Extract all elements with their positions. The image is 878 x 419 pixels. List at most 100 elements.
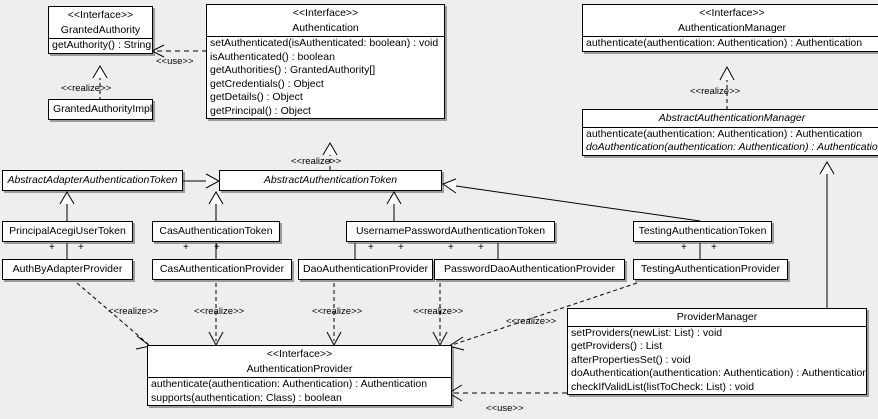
edge-generalization-testing-authentication-token [441, 178, 701, 222]
class-header: CasAuthenticationToken [153, 222, 279, 241]
class-authentication-manager[interactable]: <<Interface>> AuthenticationManager auth… [582, 4, 878, 52]
multiplicity-marker: + [214, 242, 220, 253]
edge-generalization-provider-manager [819, 161, 835, 308]
class-username-password-authentication-token[interactable]: UsernamePasswordAuthenticationToken [346, 221, 555, 242]
class-name: AbstractAuthenticationToken [263, 174, 398, 186]
edge-label-use-granted-authority: <<use>> [156, 56, 194, 67]
member-row: getAuthority() : String [52, 39, 152, 51]
class-auth-by-adapter-provider[interactable]: AuthByAdapterProvider [2, 259, 133, 280]
class-granted-authority[interactable]: <<Interface>> GrantedAuthority getAuthor… [48, 6, 153, 54]
member-row: supports(authentication: Class) : boolea… [151, 391, 342, 404]
stereotype-label: <<Interface>> [699, 7, 765, 19]
class-granted-authority-impl[interactable]: GrantedAuthorityImpl [48, 99, 153, 120]
class-header: PrincipalAcegiUserToken [3, 222, 132, 241]
multiplicity-marker: + [78, 242, 84, 253]
member-row: getProviders() : List [571, 340, 663, 352]
multiplicity-marker: + [368, 242, 374, 253]
class-members: setProviders(newList: List) : void getPr… [568, 325, 867, 395]
multiplicity-marker: + [183, 242, 189, 253]
class-name: Authentication [292, 21, 359, 34]
class-members: authenticate(authentication: Authenticat… [583, 36, 878, 51]
class-name: GrantedAuthorityImpl [53, 103, 153, 115]
class-name: AbstractAdapterAuthenticationToken [7, 174, 178, 186]
member-row: setAuthenticated(isAuthenticated: boolea… [210, 37, 439, 49]
member-row: doAuthentication(authentication: Authent… [586, 141, 878, 153]
class-header: CasAuthenticationProvider [153, 260, 291, 279]
class-header: <<Interface>> GrantedAuthority [49, 7, 152, 38]
edge-label-realize-dao-provider: <<realize>> [312, 306, 363, 317]
class-name: AuthenticationProvider [246, 362, 353, 375]
class-header: DaoAuthenticationProvider [299, 260, 432, 279]
multiplicity-marker: + [478, 242, 484, 253]
edge-label-use-provider-manager: <<use>> [486, 403, 524, 414]
class-name: CasAuthenticationToken [159, 225, 273, 237]
edge-label-realize-testing-provider: <<realize>> [506, 316, 557, 327]
stereotype-label: <<Interface>> [266, 348, 333, 360]
class-members: setAuthenticated(isAuthenticated: boolea… [207, 36, 444, 118]
class-abstract-authentication-manager[interactable]: AbstractAuthenticationManager authentica… [582, 109, 878, 156]
member-row: authenticate(authentication: Authenticat… [586, 127, 863, 140]
multiplicity-marker: + [398, 242, 404, 253]
member-row: authenticate(authentication: Authenticat… [586, 37, 863, 49]
class-password-dao-authentication-provider[interactable]: PasswordDaoAuthenticationProvider [434, 259, 625, 280]
edge-label-realize-abstract-authentication-token: <<realize>> [291, 156, 342, 167]
class-name: GrantedAuthority [60, 23, 141, 36]
class-name: DaoAuthenticationProvider [303, 263, 428, 275]
class-authentication[interactable]: <<Interface>> Authentication setAuthenti… [206, 4, 445, 119]
class-testing-authentication-provider[interactable]: TestingAuthenticationProvider [633, 259, 788, 280]
class-header: ProviderManager [568, 309, 866, 326]
class-header: TestingAuthenticationToken [634, 222, 771, 241]
class-name: AbstractAuthenticationManager [658, 112, 806, 124]
class-name: CasAuthenticationProvider [159, 263, 285, 275]
class-abstract-authentication-token[interactable]: AbstractAuthenticationToken [219, 170, 442, 191]
class-dao-authentication-provider[interactable]: DaoAuthenticationProvider [298, 259, 433, 280]
multiplicity-marker: + [49, 242, 55, 253]
member-row: authenticate(authentication: Authenticat… [151, 378, 428, 390]
member-row: checkIfValidList(listToCheck: List) : vo… [571, 380, 755, 393]
class-abstract-adapter-authentication-token[interactable]: AbstractAdapterAuthenticationToken [2, 170, 183, 191]
class-name: AuthenticationManager [678, 21, 786, 34]
member-row: getDetails() : Object [210, 91, 303, 103]
edge-label-realize-cas-provider: <<realize>> [194, 306, 245, 317]
class-name: PasswordDaoAuthenticationProvider [443, 263, 615, 275]
class-authentication-provider[interactable]: <<Interface>> AuthenticationProvider aut… [147, 345, 452, 406]
edge-generalization-username-password-token [386, 191, 402, 221]
class-header: AbstractAuthenticationToken [220, 171, 441, 190]
class-name: TestingAuthenticationToken [638, 225, 767, 237]
class-header: TestingAuthenticationProvider [634, 260, 787, 279]
member-row: setProviders(newList: List) : void [571, 326, 723, 339]
class-header: UsernamePasswordAuthenticationToken [347, 222, 554, 241]
class-provider-manager[interactable]: ProviderManager setProviders(newList: Li… [567, 308, 867, 395]
class-header: PasswordDaoAuthenticationProvider [435, 260, 624, 279]
class-members: authenticate(authentication: Authenticat… [148, 377, 451, 405]
multiplicity-marker: + [448, 242, 454, 253]
edge-label-realize-granted-authority-impl: <<realize>> [61, 83, 112, 94]
multiplicity-marker: + [681, 242, 687, 253]
member-row: getAuthorities() : GrantedAuthority[] [210, 64, 376, 76]
member-row: getPrincipal() : Object [210, 104, 311, 117]
class-header: GrantedAuthorityImpl [49, 100, 152, 119]
class-members: authenticate(authentication: Authenticat… [583, 126, 878, 155]
member-row: getCredentials() : Object [210, 77, 324, 90]
class-name: UsernamePasswordAuthenticationToken [355, 225, 546, 237]
class-name: AuthByAdapterProvider [12, 263, 123, 275]
member-row: doAuthentication(authentication: Authent… [571, 367, 867, 379]
class-header: AuthByAdapterProvider [3, 260, 132, 279]
class-cas-authentication-token[interactable]: CasAuthenticationToken [152, 221, 280, 242]
edge-label-realize-abstract-authentication-manager: <<realize>> [690, 86, 741, 97]
class-cas-authentication-provider[interactable]: CasAuthenticationProvider [152, 259, 292, 280]
class-header: AbstractAuthenticationManager [583, 110, 878, 127]
class-header: AbstractAdapterAuthenticationToken [3, 171, 182, 190]
edge-generalization-cas-authentication-token [208, 191, 224, 221]
edge-generalization-abstract-adapter-token [183, 173, 221, 189]
stereotype-label: <<Interface>> [67, 9, 134, 21]
edge-label-realize-auth-by-adapter: <<realize>> [108, 306, 159, 317]
class-testing-authentication-token[interactable]: TestingAuthenticationToken [633, 221, 772, 242]
class-header: <<Interface>> AuthenticationManager [583, 5, 878, 36]
edge-use-provider-manager [448, 384, 567, 402]
class-name: ProviderManager [676, 311, 758, 323]
class-name: PrincipalAcegiUserToken [9, 225, 126, 237]
class-header: <<Interface>> Authentication [207, 5, 444, 36]
class-members: getAuthority() : String [49, 38, 152, 53]
class-principal-acegi-user-token[interactable]: PrincipalAcegiUserToken [2, 221, 133, 242]
